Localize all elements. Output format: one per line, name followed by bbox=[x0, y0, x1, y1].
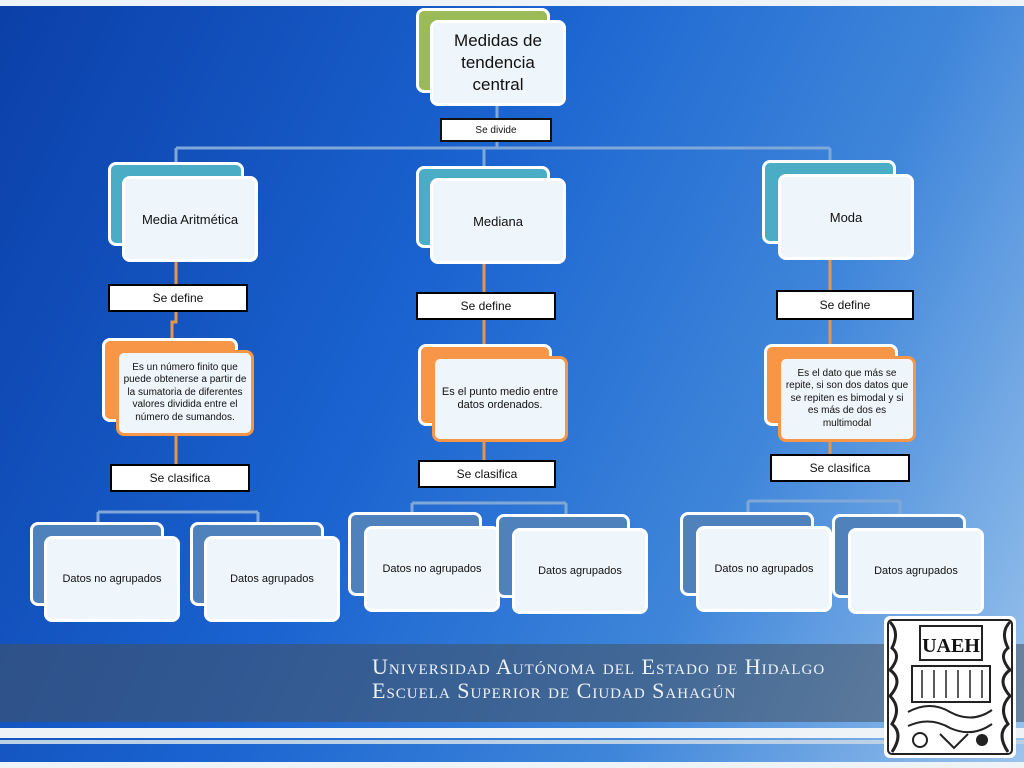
branch-3-define-label: Se define bbox=[776, 290, 914, 320]
branch-1-type-1: Datos no agrupados bbox=[62, 573, 162, 585]
branch-2-card: Mediana bbox=[430, 178, 566, 264]
university-seal-logo: UAEH bbox=[884, 616, 1016, 758]
se-divide-text: Se divide bbox=[475, 124, 517, 136]
branch-1-classify-text: Se clasifica bbox=[149, 471, 211, 485]
branch-3-type-1: Datos no agrupados bbox=[714, 563, 814, 575]
branch-1-definition: Es un número finito que puede obtenerse … bbox=[123, 361, 247, 423]
branch-1-title: Media Aritmética bbox=[141, 211, 239, 227]
branch-3-classify-label: Se clasifica bbox=[770, 454, 910, 482]
seal-lettering: UAEH bbox=[922, 635, 980, 657]
branch-2-definition-card: Es el punto medio entre datos ordenados. bbox=[432, 356, 568, 442]
root-title: Medidas de tendencia central bbox=[454, 31, 542, 94]
branch-2-type-2-card: Datos agrupados bbox=[512, 528, 648, 614]
branch-2-definition: Es el punto medio entre datos ordenados. bbox=[441, 386, 559, 411]
branch-1-define-label: Se define bbox=[108, 284, 248, 312]
branch-3-classify-text: Se clasifica bbox=[809, 461, 871, 475]
branch-1-card: Media Aritmética bbox=[122, 176, 258, 262]
branch-3-type-2: Datos agrupados bbox=[874, 565, 958, 577]
footer-text: Universidad Autónoma del Estado de Hidal… bbox=[372, 655, 892, 703]
footer-band bbox=[0, 644, 1024, 722]
school-name: Escuela Superior de Ciudad Sahagún bbox=[372, 678, 737, 703]
branch-3-type-2-card: Datos agrupados bbox=[848, 528, 984, 614]
branch-1-type-1-card: Datos no agrupados bbox=[44, 536, 180, 622]
top-frame bbox=[0, 0, 1024, 6]
branch-3-card: Moda bbox=[778, 174, 914, 260]
footer-stripe-thin bbox=[0, 740, 1024, 744]
branch-1-definition-card: Es un número finito que puede obtenerse … bbox=[116, 350, 254, 436]
se-divide-label: Se divide bbox=[440, 118, 552, 142]
branch-1-type-2-card: Datos agrupados bbox=[204, 536, 340, 622]
footer-stripe bbox=[0, 728, 1024, 738]
branch-1-define-text: Se define bbox=[152, 291, 204, 305]
branch-2-define-text: Se define bbox=[460, 299, 512, 313]
branch-3-title: Moda bbox=[829, 209, 863, 225]
branch-2-type-1: Datos no agrupados bbox=[382, 563, 482, 575]
branch-1-classify-label: Se clasifica bbox=[110, 464, 250, 492]
branch-3-define-text: Se define bbox=[819, 298, 871, 312]
bottom-frame bbox=[0, 762, 1024, 768]
branch-2-define-label: Se define bbox=[416, 292, 556, 320]
branch-2-classify-text: Se clasifica bbox=[456, 467, 518, 481]
branch-2-type-1-card: Datos no agrupados bbox=[364, 526, 500, 612]
branch-3-definition: Es el dato que más se repite, si son dos… bbox=[785, 367, 909, 429]
university-name: Universidad Autónoma del Estado de Hidal… bbox=[372, 654, 826, 679]
branch-3-definition-card: Es el dato que más se repite, si son dos… bbox=[778, 356, 916, 442]
define-line-1b bbox=[170, 312, 178, 338]
branch-2-classify-label: Se clasifica bbox=[418, 460, 556, 488]
branch-1-type-2: Datos agrupados bbox=[230, 573, 314, 585]
root-card: Medidas de tendencia central bbox=[430, 20, 566, 106]
branch-2-type-2: Datos agrupados bbox=[538, 565, 622, 577]
branch-2-title: Mediana bbox=[473, 213, 523, 229]
branch-3-type-1-card: Datos no agrupados bbox=[696, 526, 832, 612]
